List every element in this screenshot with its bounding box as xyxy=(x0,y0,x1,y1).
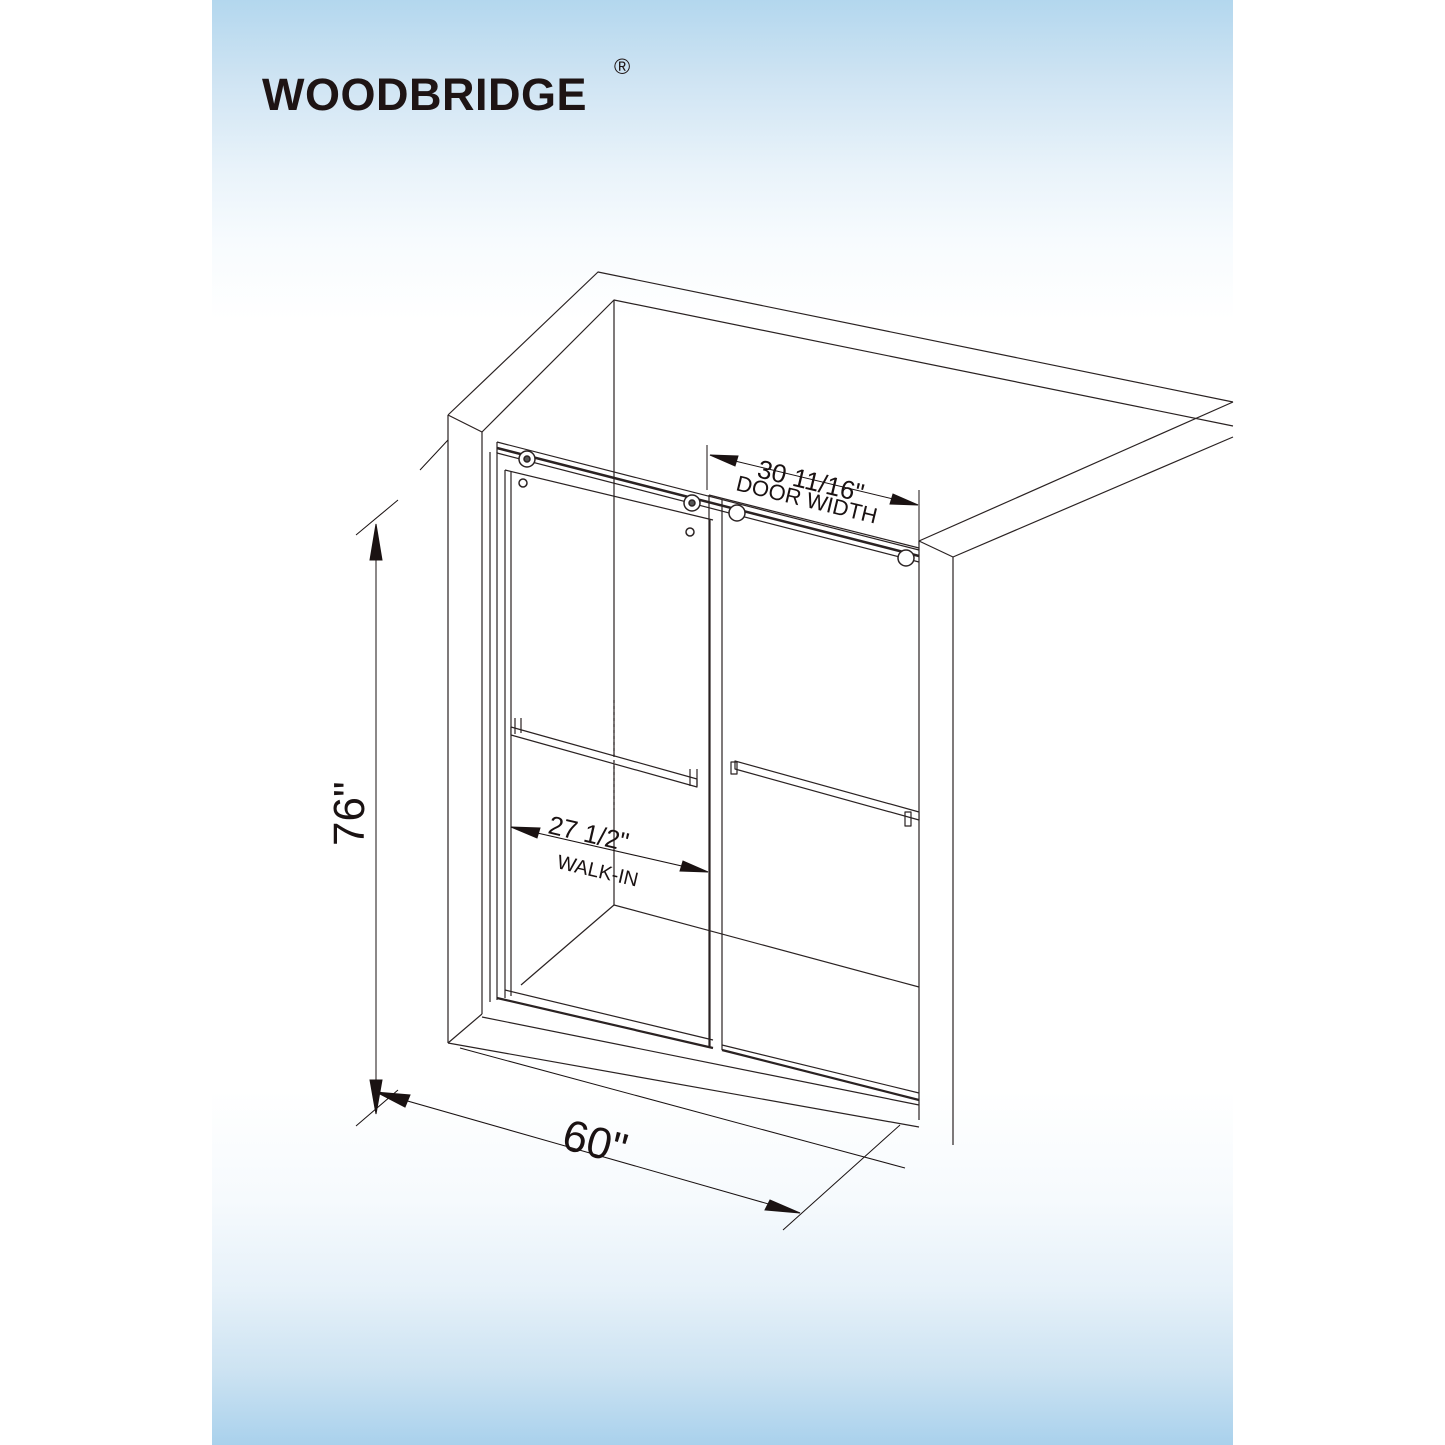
walk-in-dimension-line xyxy=(510,826,709,873)
right-door-panel xyxy=(708,494,920,1102)
right-towel-bar-handle xyxy=(730,760,920,827)
arrow-right-icon xyxy=(889,493,919,506)
sliding-rail xyxy=(496,441,920,563)
walk-in-label: WALK-IN xyxy=(555,851,640,891)
registered-trademark-mark: ® xyxy=(614,54,631,79)
door-rollers xyxy=(518,450,915,567)
width-value: 60" xyxy=(557,1110,632,1174)
left-towel-bar-handle xyxy=(510,718,698,788)
arrow-left-icon xyxy=(510,826,541,839)
arrow-up-icon xyxy=(369,523,383,561)
arrow-right-icon xyxy=(679,860,709,873)
arrow-left-icon xyxy=(375,1091,411,1108)
height-value: 76" xyxy=(325,781,374,846)
walk-in-value: 27 1/2" xyxy=(546,810,632,858)
width-dimension-line xyxy=(375,1091,801,1214)
arrow-right-icon xyxy=(764,1199,801,1214)
arrow-down-icon xyxy=(369,1079,383,1115)
door-width-dimension-line xyxy=(709,454,919,506)
dimension-lines xyxy=(355,439,920,1231)
arrow-left-icon xyxy=(709,454,739,467)
left-door-panel xyxy=(489,452,714,1050)
alcove-walls xyxy=(447,271,1234,1145)
brand-logo: WOODBRIDGE xyxy=(262,69,587,120)
